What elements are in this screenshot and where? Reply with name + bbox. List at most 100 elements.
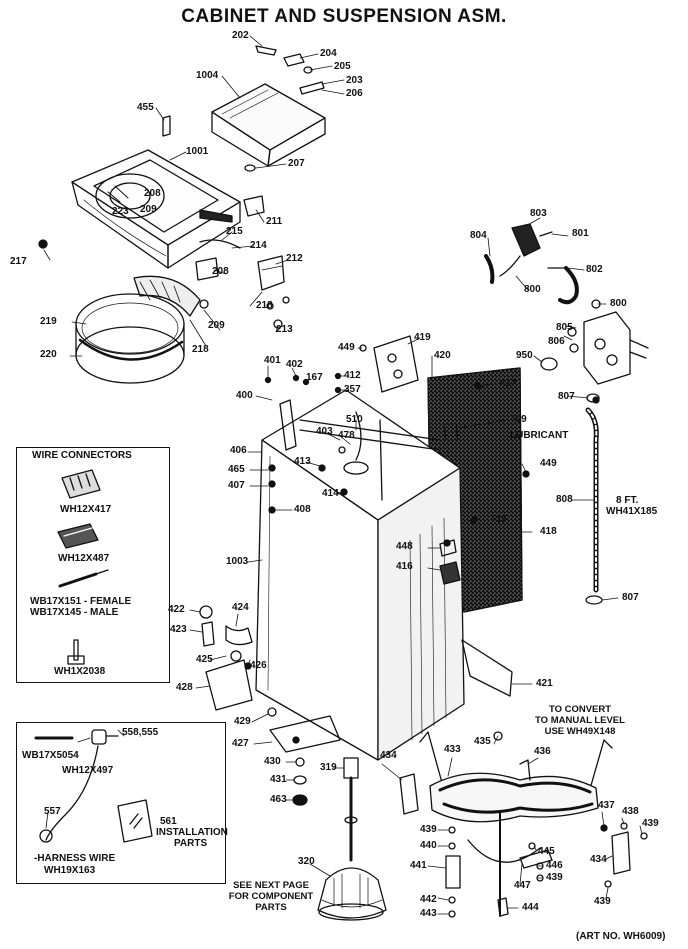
part-number-label: 801 [572, 228, 589, 239]
page-title: CABINET AND SUSPENSION ASM. [181, 6, 507, 27]
part-number-label: 416 [396, 561, 413, 572]
part-number-label: 428 [176, 682, 193, 693]
part-number-label: 803 [530, 208, 547, 219]
part-number-label: 214 [250, 240, 267, 251]
harness-part: WB17X5054 [22, 750, 79, 761]
part-number-label: 429 [234, 716, 251, 727]
part-number-label: 950 [516, 350, 533, 361]
part-number-label: 804 [470, 230, 487, 241]
top-cover [71, 149, 241, 269]
splash-ring [75, 275, 201, 384]
part-number-label: 435 [474, 736, 491, 747]
harness-part: INSTALLATION [156, 827, 228, 838]
part-number-label: 412 [344, 370, 361, 381]
part-number-label: 439 [642, 818, 659, 829]
part-number-label: 202 [232, 30, 249, 41]
part-number-label: 208 [144, 188, 161, 199]
harness-icons [34, 729, 153, 843]
part-number-label: 423 [170, 624, 187, 635]
part-number-label: 204 [320, 48, 337, 59]
part-number-label: 439 [420, 824, 437, 835]
part-number-label: 439 [546, 872, 563, 883]
wire-connector-icons [57, 469, 109, 665]
part-number-label: 425 [196, 654, 213, 665]
harness-part: WH19X163 [44, 865, 96, 876]
part-number-label: 455 [137, 102, 154, 113]
part-number-label: 408 [294, 504, 311, 515]
harness-part: 557 [44, 806, 61, 817]
part-number-label: 215 [226, 226, 243, 237]
part-number-label: 441 [410, 860, 427, 871]
part-number-label: 439 [594, 896, 611, 907]
part-number-label: 807 [622, 592, 639, 603]
clip-455 [162, 115, 171, 137]
part-number-label: 478 [338, 430, 355, 441]
part-number-label: 319 [320, 762, 337, 773]
part-number-label: 438 [622, 806, 639, 817]
wire-connector-part: WB17X151 - FEMALE [30, 596, 132, 607]
part-number-label: 431 [270, 774, 287, 785]
part-number-label: 424 [232, 602, 249, 613]
part-number-label: 446 [546, 860, 563, 871]
wire-connectors-box [16, 447, 170, 683]
part-number-label: 434 [590, 854, 607, 865]
part-number-label: 418 [540, 526, 557, 537]
suspension-frame [419, 731, 613, 917]
lid-switch-assembly [195, 239, 290, 329]
part-number-label: 442 [420, 894, 437, 905]
part-207 [244, 164, 256, 172]
part-number-label: 217 [10, 256, 27, 267]
part-217 [38, 239, 48, 249]
part-number-label: 220 [40, 349, 57, 360]
part-number-label: 223 [112, 206, 129, 217]
part-number-label: 449 [338, 342, 355, 353]
part-number-label: 422 [168, 604, 185, 615]
part-number-label: 448 [396, 541, 413, 552]
part-number-label: 444 [522, 902, 539, 913]
part-number-label: 406 [230, 445, 247, 456]
lubricant-label: LUBRICANT [510, 430, 569, 441]
art-number: (ART NO. WH6009) [576, 931, 666, 942]
part-number-label: 400 [236, 390, 253, 401]
transmission [317, 757, 387, 921]
harness-part: WH12X497 [62, 765, 114, 776]
part-number-label: 402 [286, 359, 303, 370]
part-number-label: 211 [266, 216, 283, 227]
part-number-label: 430 [264, 756, 281, 767]
part-number-label: 434 [380, 750, 397, 761]
part-number-label: 433 [444, 744, 461, 755]
part-number-label: 465 [228, 464, 245, 475]
leveling-parts [199, 605, 341, 753]
part-number-label: 1001 [186, 146, 209, 157]
part-number-label: 167 [306, 372, 323, 383]
wire-connector-part: WB17X145 - MALE [30, 607, 119, 618]
part-number-label: 426 [250, 660, 267, 671]
part-number-label: 427 [232, 738, 249, 749]
wire-connector-part: WH12X417 [60, 504, 112, 515]
part-number-label: 218 [256, 300, 273, 311]
part-number-label: 357 [344, 384, 361, 395]
part-number-label: 420 [434, 350, 451, 361]
convert-note: TO CONVERT TO MANUAL LEVEL USE WH49X148 [535, 704, 625, 737]
bracket-211 [243, 195, 265, 217]
part-number-label: 219 [40, 316, 57, 327]
part-number-label: 415 [490, 514, 507, 525]
part-number-label: 440 [420, 840, 437, 851]
base-rail [461, 639, 513, 697]
part-number-label: 213 [276, 324, 293, 335]
wire-connectors-heading: WIRE CONNECTORS [32, 450, 132, 461]
part-number-label: 409 [510, 414, 527, 425]
part-number-label: 206 [346, 88, 363, 99]
part-number-label: 218 [192, 344, 209, 355]
part-number-label: 209 [208, 320, 225, 331]
part-number-label: 403 [316, 426, 333, 437]
part-number-label: 449 [540, 458, 557, 469]
water-valve [567, 299, 649, 385]
part-number-label: 443 [420, 908, 437, 919]
part-number-label: 407 [228, 480, 245, 491]
hose-part-label: WH41X185 [606, 506, 658, 517]
wire-connector-part: WH1X2038 [54, 666, 106, 677]
bolt-209 [199, 299, 209, 309]
part-number-label: 463 [270, 794, 287, 805]
